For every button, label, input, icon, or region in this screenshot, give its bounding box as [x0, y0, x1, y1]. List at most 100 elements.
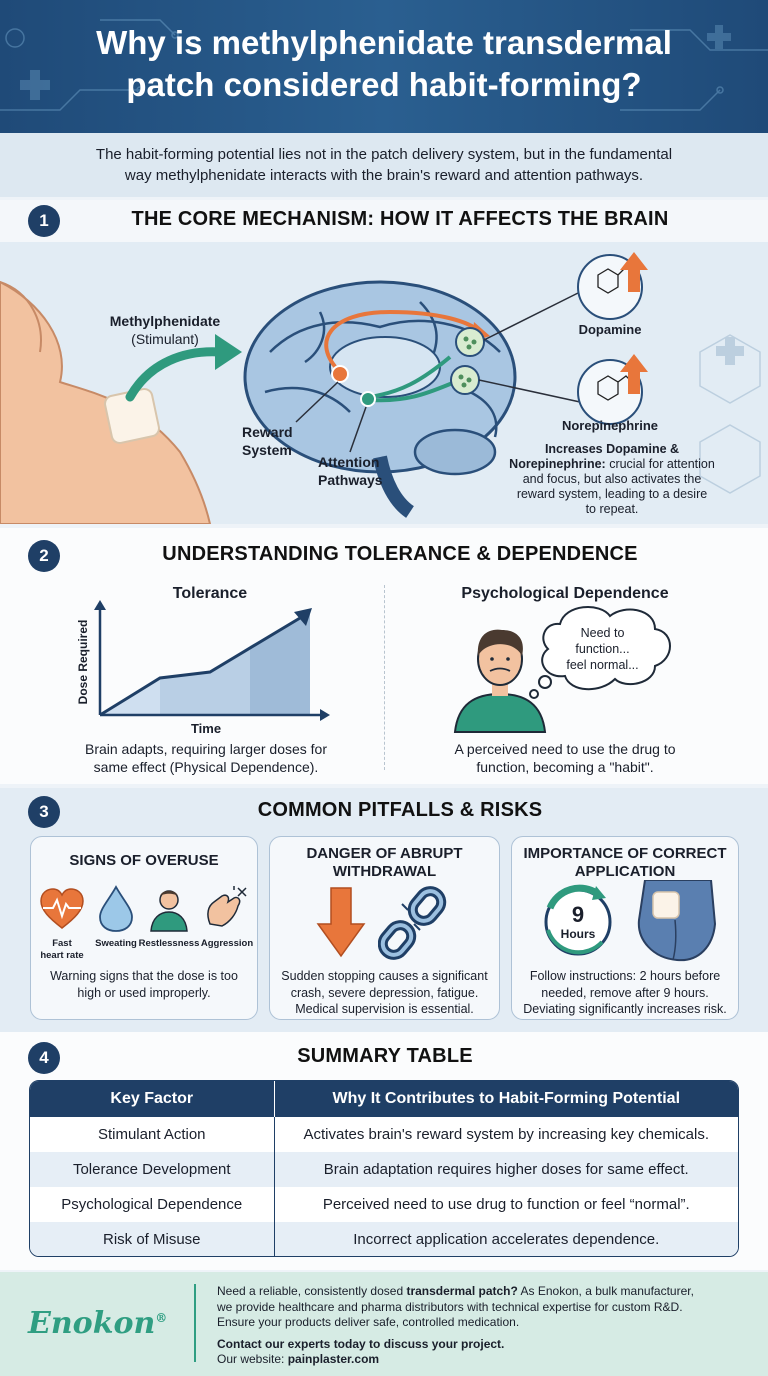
- website-link[interactable]: painplaster.com: [287, 1352, 380, 1366]
- dopamine-molecule-icon: [577, 252, 648, 320]
- table-cell-reason: Perceived need to use drug to function o…: [322, 1196, 690, 1213]
- footer-line-1-bold: transdermal patch?: [406, 1284, 518, 1298]
- section-4-number: 4: [28, 1042, 60, 1074]
- tolerance-chart: [94, 600, 330, 721]
- drug-arrow-icon: [125, 347, 225, 402]
- card-2-desc-line-1: Sudden stopping causes a significant: [281, 969, 488, 983]
- x-axis-label: Time: [190, 721, 222, 736]
- footer-website: Our website: painplaster.com: [217, 1352, 757, 1368]
- card-3-title-line-2: APPLICATION: [574, 863, 676, 880]
- table-row: Tolerance Development Brain adaptation r…: [30, 1152, 738, 1187]
- footer-line-2: we provide healthcare and pharma distrib…: [217, 1299, 683, 1314]
- sign-heart-line-1: Fast: [52, 938, 72, 949]
- broken-chain-icon: [378, 886, 447, 960]
- sign-restlessness: Restlessness: [138, 938, 200, 949]
- table-row: Stimulant Action Activates brain's rewar…: [30, 1117, 738, 1152]
- psych-desc-line-1: A perceived need to use the drug to: [454, 741, 676, 757]
- card-3-desc-line-2: needed, remove after 9 hours.: [541, 986, 709, 1000]
- section-1-heading-bar: [0, 200, 768, 242]
- thought-line-2: function...: [575, 642, 630, 656]
- section-2-number: 2: [28, 540, 60, 572]
- table-cell-factor: Risk of Misuse: [30, 1222, 275, 1256]
- mechanism-desc-line-3: and focus, but also activates the: [522, 472, 702, 486]
- footer-line-1-c: As Enokon, a bulk manufacturer,: [517, 1284, 694, 1298]
- card-3-title-line-1: IMPORTANCE OF CORRECT: [523, 845, 727, 862]
- aggression-fist-icon: [207, 886, 247, 927]
- drug-sub-label: (Stimulant): [131, 331, 199, 347]
- thought-line-3: feel normal...: [566, 658, 639, 672]
- table-row: Risk of Misuse Incorrect application acc…: [30, 1222, 738, 1256]
- table-row: Psychological Dependence Perceived need …: [30, 1187, 738, 1222]
- section-3-title: COMMON PITFALLS & RISKS: [257, 799, 543, 821]
- mechanism-desc-line-2: Norepinephrine: crucial for attention: [492, 457, 732, 472]
- section-2-divider: [384, 585, 385, 770]
- person-thinking-illustration: [453, 605, 671, 733]
- clock-icon: [544, 884, 612, 956]
- table-cell-factor: Tolerance Development: [30, 1152, 275, 1187]
- mechanism-desc-bold: Norepinephrine:: [509, 457, 606, 471]
- psych-desc-line-2: function, becoming a "habit".: [476, 759, 654, 775]
- brain-icon: [243, 280, 517, 518]
- intro-panel: [0, 133, 768, 197]
- table-cell-reason: Activates brain's reward system by incre…: [303, 1126, 709, 1143]
- card-2-desc-line-2: crash, severe depression, fatigue.: [290, 986, 479, 1000]
- down-arrow-icon: [316, 887, 366, 958]
- thought-line-1: Need to: [580, 626, 625, 640]
- table-cell-factor: Stimulant Action: [30, 1117, 275, 1152]
- page-title-line-1: Why is methylphenidate transdermal: [96, 24, 672, 61]
- card-2-desc-line-3: Medical supervision is essential.: [295, 1002, 474, 1016]
- page-title-line-2: patch considered habit-forming?: [126, 66, 642, 103]
- heart-rate-icon: [40, 888, 84, 929]
- section-2-title: UNDERSTANDING TOLERANCE & DEPENDENCE: [162, 543, 638, 565]
- norepinephrine-molecule-icon: [577, 354, 648, 425]
- table-header-why: Why It Contributes to Habit-Forming Pote…: [332, 1090, 681, 1107]
- card-2-title-line-2: WITHDRAWAL: [332, 863, 437, 880]
- patch-application-illustration: [637, 880, 717, 962]
- table-header-key-factor: Key Factor: [30, 1081, 275, 1117]
- intro-line-1: The habit-forming potential lies not in …: [95, 146, 673, 163]
- summary-table-wrapper: Key Factor Why It Contributes to Habit-F…: [29, 1080, 739, 1257]
- y-axis-label: Dose Required: [76, 619, 90, 705]
- mechanism-desc-rest: crucial for attention: [605, 457, 715, 471]
- footer-line-1: Need a reliable, consistently dosed tran…: [217, 1284, 757, 1300]
- footer-website-label: Our website:: [217, 1352, 288, 1366]
- mechanism-desc-line-4: reward system, leading to a desire: [516, 487, 708, 501]
- footer-line-1-a: Need a reliable, consistently dosed: [217, 1284, 407, 1298]
- psych-title: Psychological Dependence: [461, 585, 669, 602]
- restless-person-icon: [150, 890, 188, 932]
- patch-icon: [104, 388, 160, 444]
- summary-table: Key Factor Why It Contributes to Habit-F…: [30, 1081, 738, 1256]
- section-1-panel: [0, 242, 768, 524]
- dopamine-label: Dopamine: [578, 322, 642, 337]
- drug-label: Methylphenidate: [109, 313, 221, 329]
- footer-divider: [194, 1284, 196, 1362]
- sign-aggression: Aggression: [200, 938, 254, 949]
- footer-cta: Contact our experts today to discuss you…: [217, 1336, 505, 1351]
- sign-sweating: Sweating: [95, 938, 137, 949]
- circuit-decoration: [0, 19, 768, 111]
- card-1-desc-line-2: high or used improperly.: [77, 986, 211, 1000]
- table-cell-reason: Incorrect application accelerates depend…: [353, 1231, 660, 1248]
- attention-pathways-label-2: Pathways: [318, 472, 383, 488]
- card-2-title-line-1: DANGER OF ABRUPT: [306, 845, 463, 862]
- clock-unit: Hours: [560, 927, 596, 941]
- footer-line-3: Ensure your products deliver safe, contr…: [217, 1315, 520, 1329]
- intro-line-2: way methylphenidate interacts with the b…: [124, 167, 644, 184]
- sweat-drop-icon: [99, 885, 133, 932]
- card-1-title: SIGNS OF OVERUSE: [69, 852, 219, 869]
- abrupt-withdrawal-card: [269, 836, 500, 1020]
- section-1-number: 1: [28, 205, 60, 237]
- card-3-desc-line-3: Deviating significantly increases risk.: [523, 1002, 727, 1016]
- mechanism-description: Increases Dopamine & Norepinephrine: cru…: [492, 442, 732, 517]
- brand-registered-mark: ®: [155, 1311, 168, 1325]
- sign-heart-line-2: heart rate: [40, 950, 84, 961]
- card-3-desc-line-1: Follow instructions: 2 hours before: [529, 969, 721, 983]
- header-banner: Why is methylphenidate transdermal patch…: [0, 0, 768, 133]
- mechanism-desc-line-1: Increases Dopamine &: [544, 442, 680, 456]
- thought-bubble-icon: [541, 605, 671, 691]
- tolerance-desc-line-1: Brain adapts, requiring larger doses for: [84, 741, 328, 757]
- brand-name: Enokon: [28, 1306, 156, 1341]
- table-cell-reason: Brain adaptation requires higher doses f…: [323, 1161, 689, 1178]
- mechanism-desc-line-5: to repeat.: [585, 502, 639, 516]
- signs-of-overuse-card: [30, 836, 258, 1020]
